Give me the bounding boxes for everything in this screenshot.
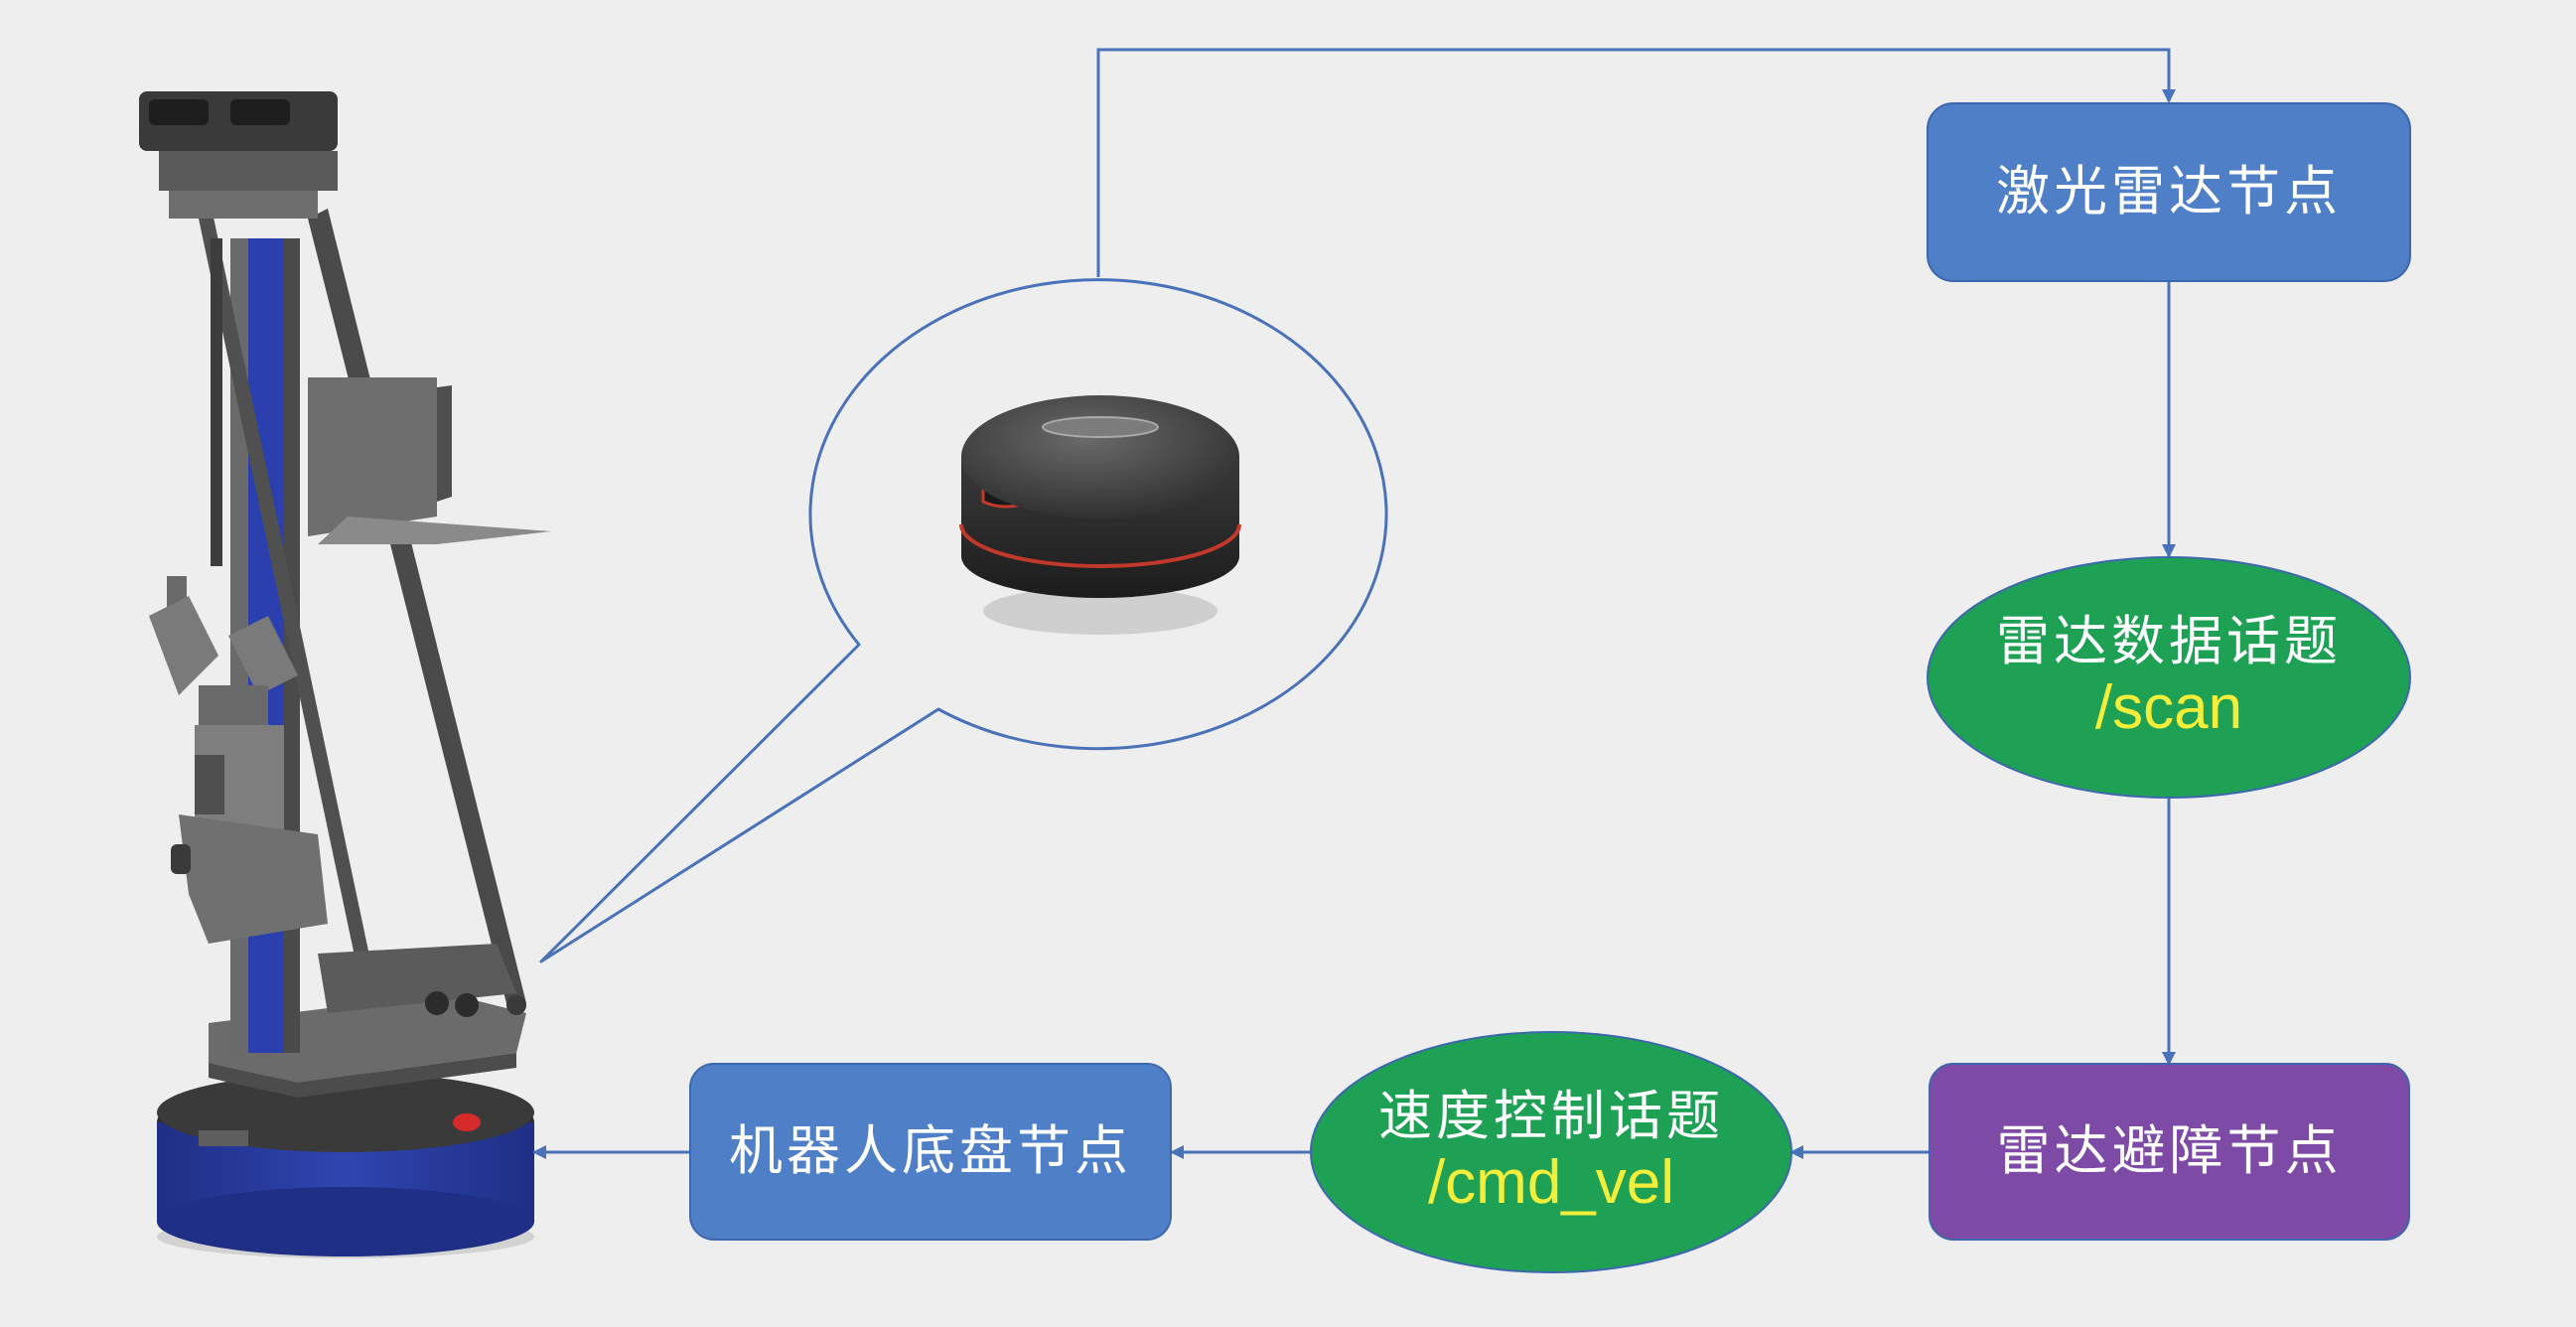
lidar-node-box: [1927, 102, 2411, 282]
robot-illustration: [139, 91, 551, 1258]
callout-bubble: [539, 278, 1388, 963]
chassis-node-box: [689, 1063, 1172, 1241]
cmd-topic-ellipse: [1310, 1031, 1792, 1273]
scan-topic-ellipse: [1927, 556, 2411, 799]
arrow-bubble-to-lidar-node: [1096, 48, 2176, 277]
connector-lines: [532, 48, 2176, 1159]
lidar-sensor-illustration: [959, 395, 1241, 635]
avoid-node-box: [1929, 1063, 2410, 1241]
